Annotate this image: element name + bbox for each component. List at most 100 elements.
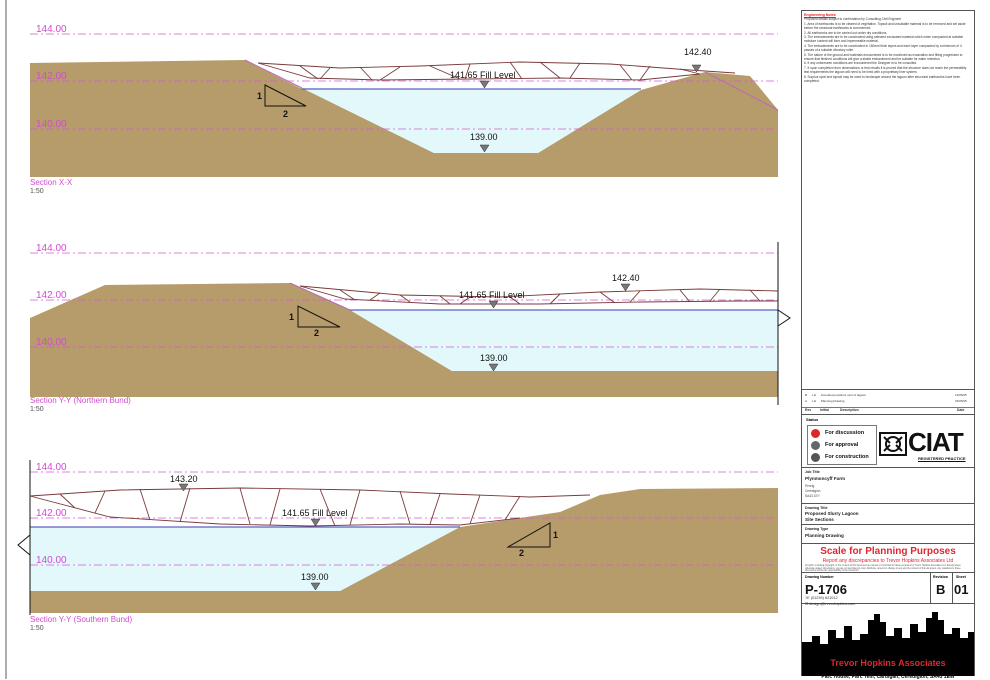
firm-banner: Trevor Hopkins Associates — [802, 608, 974, 676]
level-label-144: 144.00 — [36, 462, 67, 473]
slope-h-label: 2 — [519, 548, 524, 558]
fill-level-label: 141.65 Fill Level — [282, 508, 348, 518]
fill-level-marker — [488, 300, 499, 309]
bed-level-marker — [479, 144, 490, 153]
ciat-text: CIAT — [908, 427, 964, 457]
level-label-142: 142.00 — [36, 71, 67, 82]
truss — [257, 61, 736, 81]
phone-number: (01239) 621012 — [810, 596, 838, 600]
scale-notice: Scale for Planning Purposes Report any d… — [802, 544, 974, 573]
section-label: Section X-X — [30, 178, 73, 187]
rev-header-initial: Initial — [820, 408, 829, 412]
truss — [299, 285, 779, 305]
crest-marker — [178, 483, 189, 492]
ground-fill — [30, 283, 778, 397]
revision-label: Revision — [933, 575, 948, 579]
rev-code: A — [805, 399, 808, 403]
job-title-label: Job Title — [805, 470, 820, 474]
bed-level-label: 139.00 — [480, 353, 508, 363]
note-item: 8. Surplus spoil and topsoil may be used… — [804, 74, 961, 84]
status-item-label: For approval — [825, 442, 859, 448]
revision-header: Rev Initial Description Date — [802, 407, 974, 414]
job-title: Plynmoncyff Farm — [805, 476, 846, 481]
level-label-140: 140.00 — [36, 119, 67, 130]
level-label-144: 144.00 — [36, 24, 67, 35]
rev-desc: Planning Drawing — [820, 399, 845, 403]
revision-table: B LH Amended positions next of lagoon 13… — [802, 389, 974, 415]
fill-level-marker — [310, 518, 321, 527]
ground-fill — [30, 60, 778, 177]
level-label-140: 140.00 — [36, 337, 67, 348]
level-label-140: 140.00 — [36, 555, 67, 566]
job-title-block: Job Title Plynmoncyff Farm Penrig Ceredi… — [802, 468, 974, 504]
water-fill — [30, 527, 460, 591]
status-light-approval — [811, 441, 820, 450]
level-label-142: 142.00 — [36, 508, 67, 519]
ciat-emblem-icon — [879, 432, 907, 456]
rev-header-rev: Rev — [805, 408, 812, 412]
level-label-144: 144.00 — [36, 243, 67, 254]
drawing-type: Planning Drawing — [805, 533, 844, 538]
section-scale: 1:50 — [30, 625, 44, 632]
bed-level-marker — [488, 363, 499, 372]
drawing-title-line: Proposed Slurry Lagoon — [805, 511, 859, 516]
revision-row: A LH Planning Drawing 23/05/25 — [805, 399, 967, 403]
drawing-type-block: Drawing Type Planning Drawing — [802, 525, 974, 544]
rev-code: B — [805, 393, 808, 397]
sheet-label: Sheet — [956, 575, 966, 579]
section-y-y-southern: 144.00 142.00 140.00 141.65 Fill Level 1… — [17, 460, 778, 632]
note-item: 1. Area of earthworks is to be cleared o… — [804, 21, 966, 31]
water-fill — [302, 88, 641, 153]
phone-row: ☏ (01239) 621012 — [805, 595, 838, 600]
status-item-label: For construction — [825, 454, 869, 460]
bank-edge — [289, 282, 351, 311]
crest-label: 142.40 — [684, 47, 712, 57]
title-block: Engineering Notes Proposed details subje… — [801, 10, 975, 680]
firm-address: Parc House, Parc Teifi, Cardigan, Ceredi… — [821, 674, 955, 680]
note-item: 4. The embankments are to be constructed… — [804, 43, 962, 53]
job-address-line: SA43 1EY — [805, 494, 820, 498]
notes-title: Engineering Notes — [804, 13, 836, 17]
ciat-subtext: REGISTERED PRACTICE — [918, 456, 966, 461]
divider — [930, 573, 931, 603]
note-item: 5. The nature of the ground and material… — [804, 52, 963, 62]
note-item: Proposed details subject to confirmation… — [804, 17, 902, 22]
section-label: Section Y-Y (Northern Bund) — [30, 396, 131, 405]
engineering-notes: Engineering Notes Proposed details subje… — [804, 13, 972, 383]
note-item: 3. The embankments are to be constructed… — [804, 35, 964, 44]
crest-marker — [691, 64, 702, 73]
slope-v-label: 1 — [257, 91, 262, 101]
bank-edge-left — [244, 59, 303, 89]
drawing-number-label: Drawing Number — [805, 575, 834, 579]
section-label: Section Y-Y (Southern Bund) — [30, 615, 132, 624]
status-panel: Status For discussion For approval For c… — [802, 415, 974, 468]
bed-level-label: 139.00 — [470, 132, 498, 142]
bed-level-marker — [310, 582, 321, 591]
crest-label: 143.20 — [170, 474, 198, 484]
skyline-image — [802, 608, 974, 658]
drawing-title-line: Site Sections — [805, 517, 834, 522]
slope-triangle — [264, 84, 307, 107]
drawing-title-label: Drawing Title — [805, 506, 828, 510]
drawing-number: P-1706 — [805, 582, 847, 597]
slope-h-label: 2 — [314, 328, 319, 338]
fill-level-label: 141.65 Fill Level — [459, 290, 525, 300]
scale-title: Scale for Planning Purposes — [820, 546, 956, 557]
slope-h-label: 2 — [283, 109, 288, 119]
slope-triangle — [506, 522, 551, 548]
ciat-logo: CIAT REGISTERED PRACTICE — [878, 423, 972, 465]
sheet-value: 01 — [954, 582, 969, 597]
drawing-title-block: Drawing Title Proposed Slurry Lagoon Sit… — [802, 504, 974, 525]
divider — [952, 573, 953, 603]
firm-name: Trevor Hopkins Associates — [830, 658, 946, 668]
job-address-line: Ceredigion — [805, 489, 821, 493]
fill-level-label: 141.65 Fill Level — [450, 70, 516, 80]
job-address-line: Penrig — [805, 484, 815, 488]
bank-edge-right — [704, 71, 779, 111]
rev-date: 13/05/25 — [955, 393, 967, 397]
phone-icon: ☏ — [805, 596, 810, 600]
section-scale: 1:50 — [30, 188, 44, 195]
break-symbol — [777, 309, 791, 327]
ground-fill — [30, 488, 778, 613]
